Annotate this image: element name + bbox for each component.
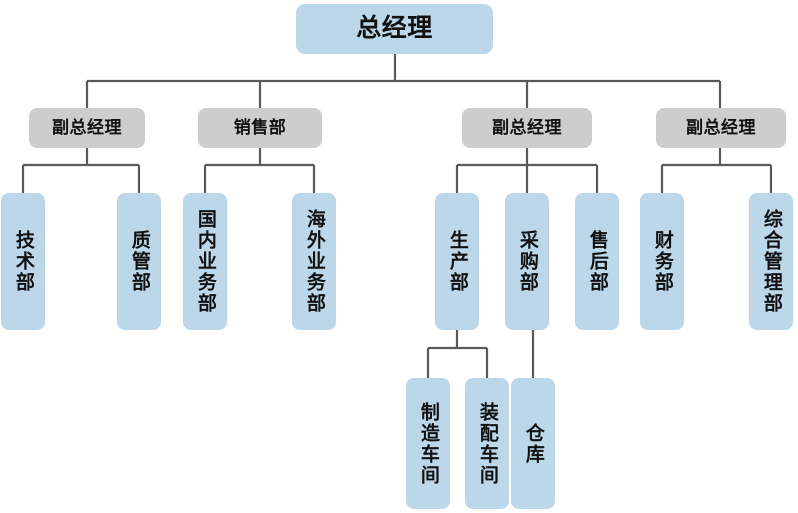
node-label: 质管部	[128, 230, 150, 293]
node-purchasing-department[interactable]: 采购部	[505, 193, 549, 330]
node-vice-general-manager-2[interactable]: 副总经理	[462, 108, 592, 148]
node-assembly-workshop[interactable]: 装配车间	[465, 378, 509, 509]
node-label: 副总经理	[492, 117, 562, 137]
node-finance-department[interactable]: 财务部	[640, 193, 684, 330]
node-label: 海外业务部	[303, 209, 325, 314]
node-general-manager[interactable]: 总经理	[296, 4, 493, 54]
node-quality-control-department[interactable]: 质管部	[117, 193, 161, 330]
node-technology-department[interactable]: 技术部	[1, 193, 45, 330]
node-label: 售后部	[586, 230, 608, 293]
node-vice-general-manager-3[interactable]: 副总经理	[656, 108, 786, 148]
node-general-administration-department[interactable]: 综合管理部	[749, 193, 793, 330]
node-label: 仓库	[522, 422, 544, 465]
node-production-department[interactable]: 生产部	[435, 193, 479, 330]
node-sales-department[interactable]: 销售部	[198, 108, 322, 148]
node-label: 总经理	[356, 14, 433, 43]
node-vice-general-manager-1[interactable]: 副总经理	[29, 108, 145, 148]
node-domestic-business-department[interactable]: 国内业务部	[183, 193, 227, 330]
node-label: 销售部	[233, 117, 287, 137]
node-label: 综合管理部	[760, 209, 782, 314]
node-label: 制造车间	[417, 401, 439, 486]
node-overseas-business-department[interactable]: 海外业务部	[292, 193, 336, 330]
node-label: 技术部	[12, 230, 34, 293]
node-label: 副总经理	[52, 117, 122, 137]
node-label: 副总经理	[686, 117, 756, 137]
node-aftersales-department[interactable]: 售后部	[575, 193, 619, 330]
node-label: 采购部	[516, 230, 538, 293]
node-label: 国内业务部	[194, 209, 216, 314]
node-manufacturing-workshop[interactable]: 制造车间	[406, 378, 450, 509]
node-warehouse[interactable]: 仓库	[511, 378, 555, 509]
node-label: 财务部	[651, 230, 673, 293]
node-label: 生产部	[446, 230, 468, 293]
node-label: 装配车间	[476, 401, 498, 486]
